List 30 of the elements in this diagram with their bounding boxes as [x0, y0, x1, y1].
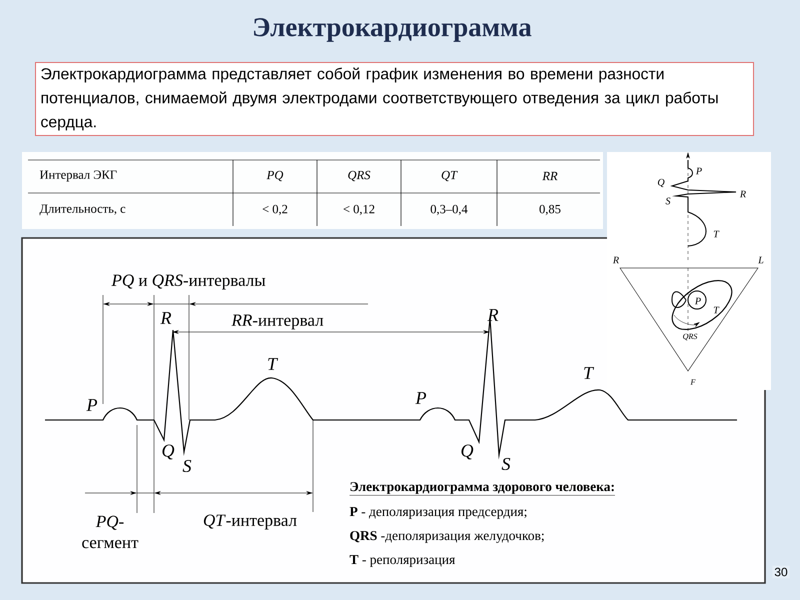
table-cell: 0,3–0,4: [430, 204, 468, 216]
table-cell: QRS: [348, 170, 370, 182]
note-heading: Электрокардиограмма здорового человека:: [349, 482, 616, 496]
table-cell: < 0,2: [262, 204, 288, 216]
table-cell: QT: [442, 170, 458, 182]
note-line: T - реполяризация: [350, 555, 455, 567]
table-cell: Интервал ЭКГ: [40, 170, 117, 182]
table-cell: Длительность, с: [40, 204, 126, 216]
table-cell: RR: [542, 172, 558, 180]
inset-letter: R: [612, 256, 619, 264]
inset-letter: P: [694, 298, 701, 304]
wave-letter: S: [502, 458, 510, 470]
table-cell: < 0,12: [344, 204, 374, 216]
inset-letter: T: [714, 306, 720, 314]
interval-label: PQ-сегмент: [82, 516, 138, 548]
definition-box: Электрокардиограмма представляет собой график изменения во времени разности потенциалов, снимаемой двумя электродами соответствующего отведения за цикл работы сердца.: [35, 62, 754, 136]
table-cell: PQ: [266, 170, 284, 182]
interval-label: PQ и QRS-интервалы: [111, 274, 266, 290]
table-cell: 0,85: [540, 204, 560, 216]
title: Электрокардиограмма: [254, 18, 532, 42]
note-line: P - деполяризация предсердия;: [350, 507, 526, 519]
inset-letter: T: [714, 230, 720, 238]
inset-letter: Q: [658, 178, 664, 188]
wave-letter: S: [182, 460, 192, 472]
note-line: QRS -деполяризация желудочков;: [350, 531, 544, 543]
interval-label: QT-интервал: [204, 514, 297, 530]
inset-letter: L: [758, 256, 764, 264]
inset-letter: S: [666, 198, 670, 204]
inset-letter: P: [696, 168, 702, 174]
inset-letter: R: [740, 190, 746, 198]
